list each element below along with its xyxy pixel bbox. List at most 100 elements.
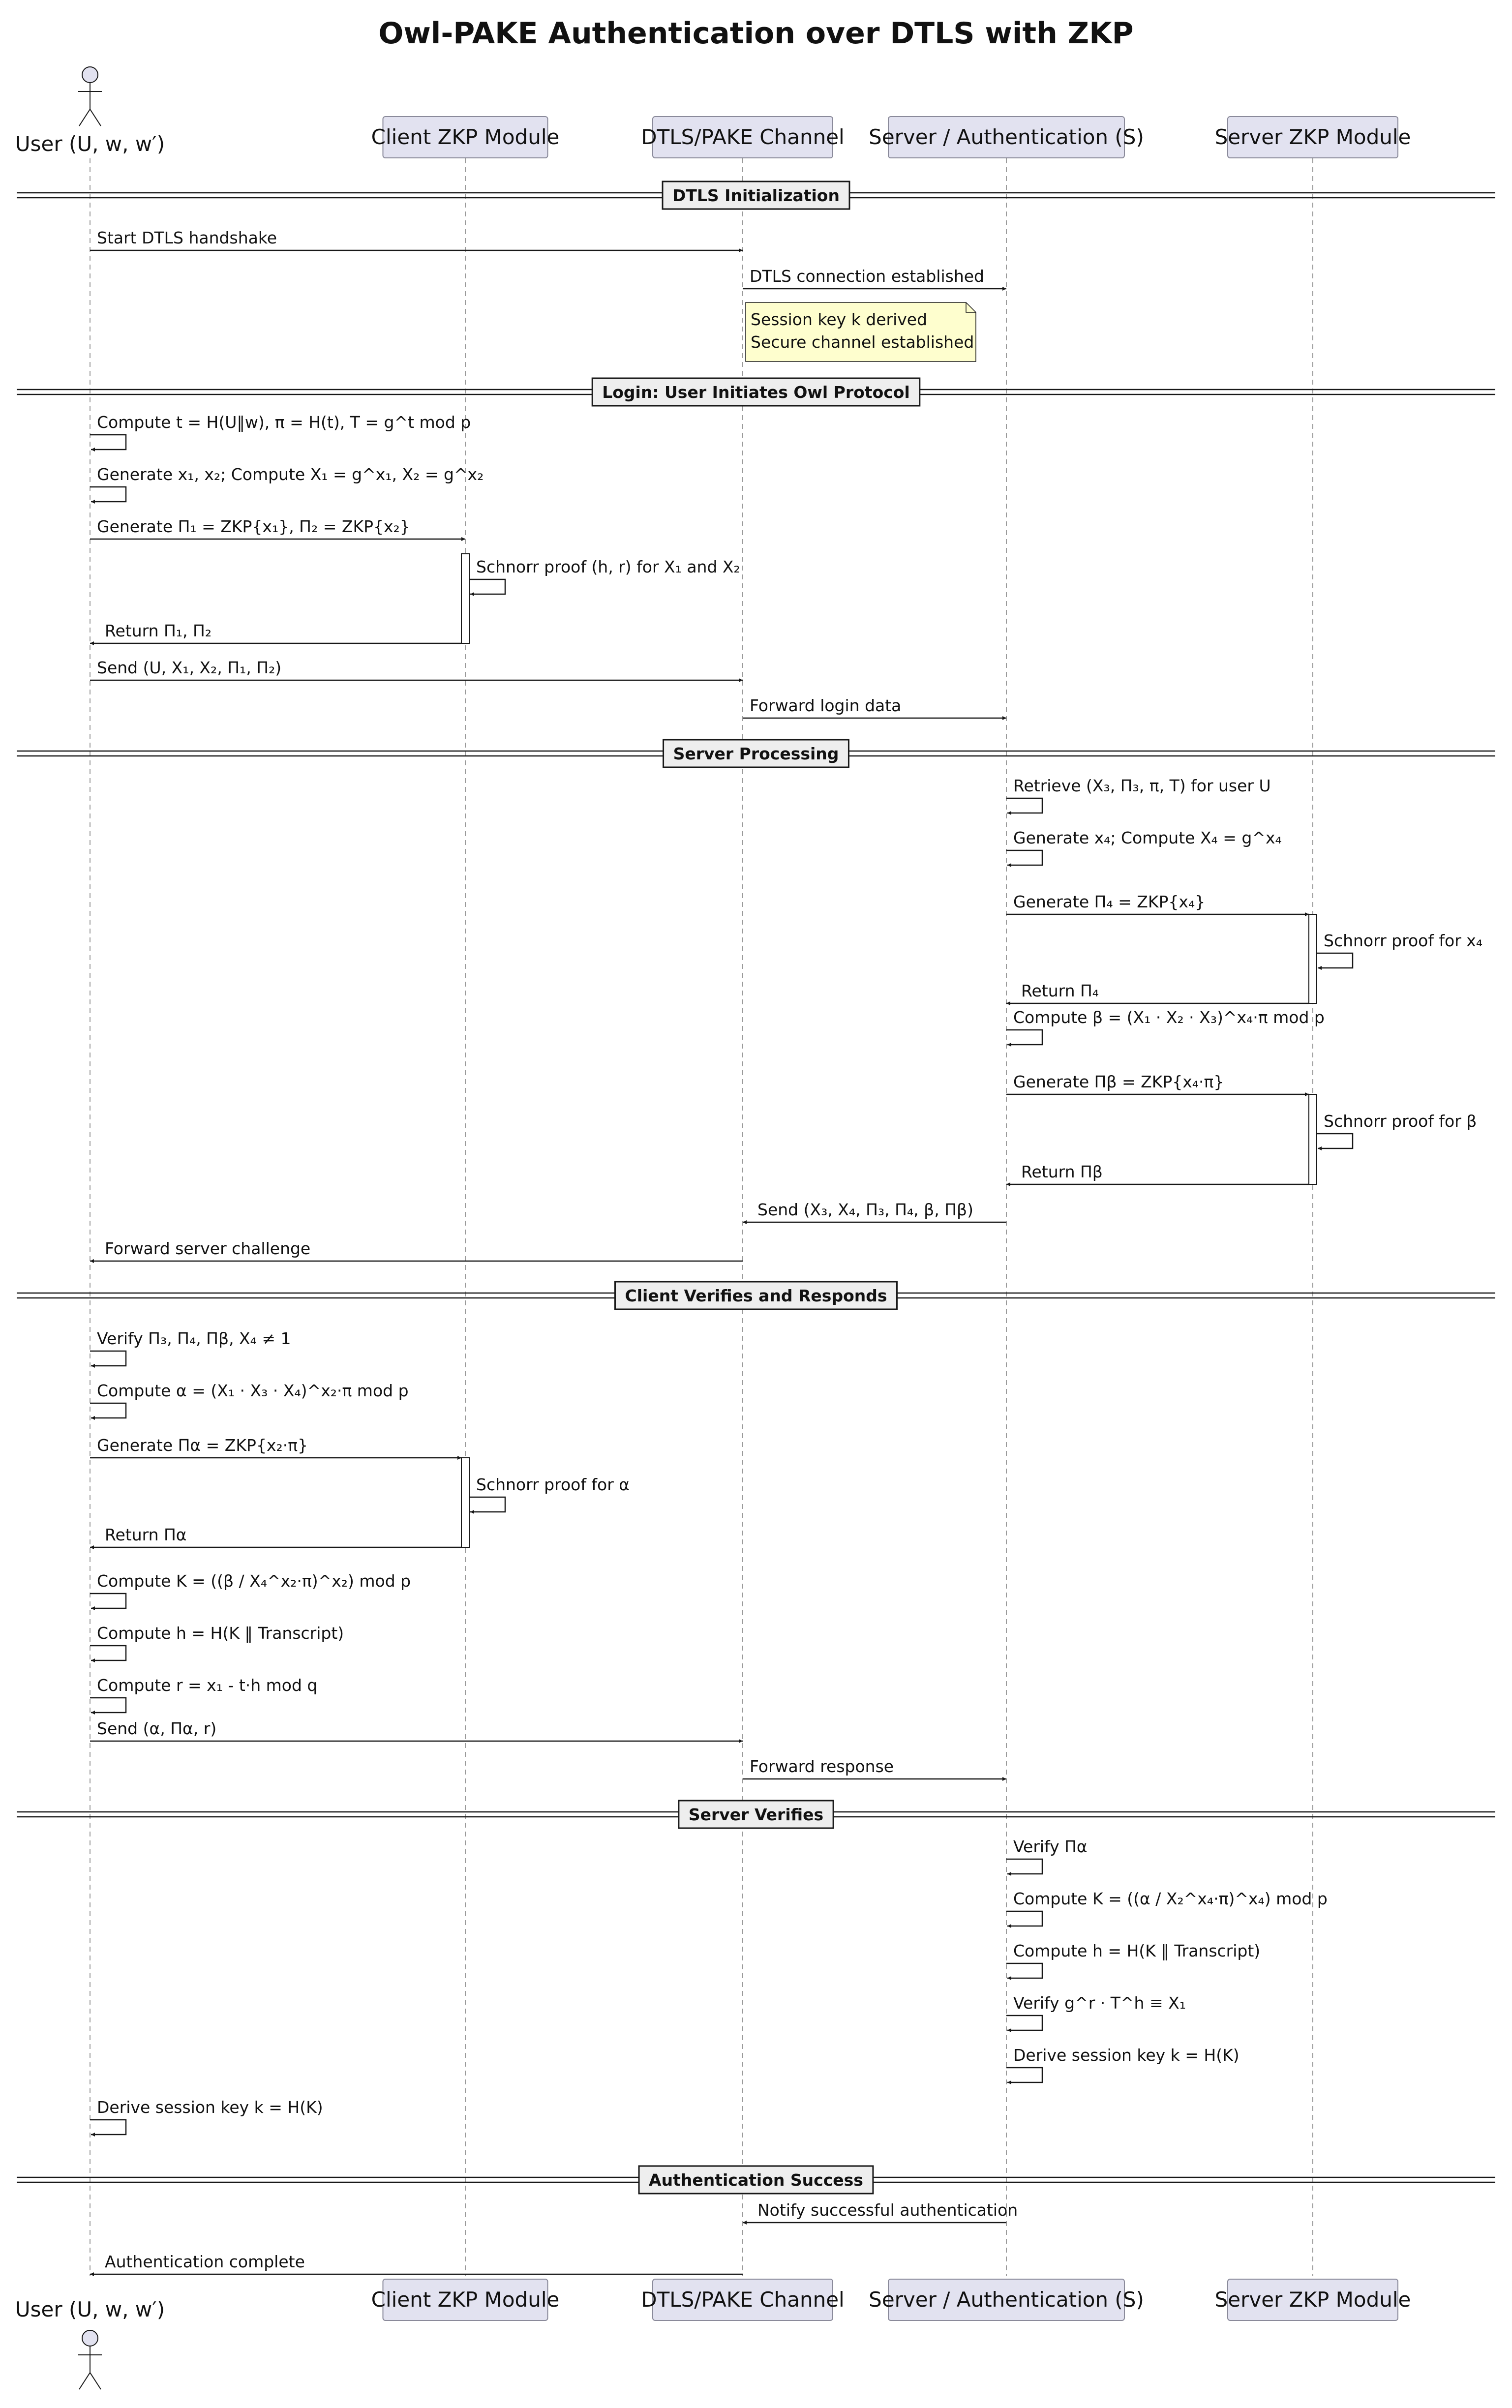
participant-ch-top: DTLS/PAKE Channel <box>641 116 845 158</box>
message-label: Compute K = ((α / X₂^x₄·π)^x₄) mod p <box>1013 1889 1328 1908</box>
section-label: Client Verifies and Responds <box>625 1286 887 1305</box>
message-2: DTLS connection established <box>743 267 1006 291</box>
message-label: Generate Πα = ZKP{x₂·π} <box>97 1436 308 1455</box>
participant-label: Client ZKP Module <box>371 2288 560 2312</box>
message-label: Schnorr proof for α <box>476 1475 630 1494</box>
participant-label: DTLS/PAKE Channel <box>641 125 844 149</box>
self-message-arrow <box>1006 1858 1043 1876</box>
self-message-arrow <box>1317 952 1354 970</box>
participant-label: DTLS/PAKE Channel <box>641 2288 844 2312</box>
message-26: Compute K = ((β / X₄^x₂·π)^x₂) mod p <box>90 1571 411 1610</box>
participant-box <box>1227 116 1398 158</box>
participant-label: User (U, w, w′) <box>15 132 165 156</box>
message-label: Compute β = (X₁ · X₂ · X₃)^x₄·π mod p <box>1013 1008 1325 1027</box>
message-6: Schnorr proof (h, r) for X₁ and X₂ <box>469 557 740 596</box>
message-label: Schnorr proof (h, r) for X₁ and X₂ <box>476 557 740 576</box>
message-label: Verify Π₃, Π₄, Πβ, X₄ ≠ 1 <box>97 1329 291 1348</box>
participant-u-bottom: User (U, w, w′) <box>15 2297 165 2390</box>
message-19: Send (X₃, X₄, Π₃, Π₄, β, Πβ) <box>743 1200 1006 1224</box>
actor-head <box>82 66 98 83</box>
participant-cz-top: Client ZKP Module <box>371 116 559 158</box>
participant-sz-top: Server ZKP Module <box>1215 116 1411 158</box>
message-label: Generate Π₁ = ZKP{x₁}, Π₂ = ZKP{x₂} <box>97 517 410 536</box>
participant-label: Server / Authentication (S) <box>869 2288 1144 2312</box>
message-13: Schnorr proof for x₄ <box>1317 931 1482 970</box>
message-label: Send (X₃, X₄, Π₃, Π₄, β, Πβ) <box>757 1200 973 1219</box>
message-label: Schnorr proof for β <box>1324 1112 1477 1131</box>
participant-box <box>652 2279 833 2321</box>
participant-box <box>888 116 1125 158</box>
message-label: Forward server challenge <box>105 1239 310 1258</box>
participant-sz-bottom: Server ZKP Module <box>1215 2279 1411 2321</box>
message-38: Authentication complete <box>90 2252 743 2276</box>
message-21: Verify Π₃, Π₄, Πβ, X₄ ≠ 1 <box>90 1329 291 1368</box>
message-label: Return Πβ <box>1021 1162 1103 1181</box>
self-message-arrow <box>1006 797 1043 815</box>
message-25: Return Πα <box>90 1525 461 1549</box>
message-8: Send (U, X₁, X₂, Π₁, Π₂) <box>90 658 743 682</box>
self-message-arrow <box>90 1697 127 1715</box>
message-28: Compute r = x₁ - t·h mod q <box>90 1676 317 1715</box>
self-message-arrow <box>90 1593 127 1610</box>
self-message-arrow <box>90 1350 127 1368</box>
message-label: Notify successful authentication <box>757 2200 1018 2220</box>
message-34: Verify g^r · T^h ≡ X₁ <box>1006 1993 1186 2032</box>
message-33: Compute h = H(K ‖ Transcript) <box>1006 1941 1260 1980</box>
message-16: Generate Πβ = ZKP{x₄·π} <box>1006 1072 1309 1096</box>
participant-label: Server / Authentication (S) <box>869 125 1144 149</box>
self-message-arrow <box>1006 1910 1043 1928</box>
participant-label: Server ZKP Module <box>1215 125 1411 149</box>
self-message-arrow <box>1006 2015 1043 2032</box>
self-message-arrow <box>1006 1962 1043 1980</box>
participant-box <box>888 2279 1125 2321</box>
message-label: Authentication complete <box>105 2252 305 2271</box>
participant-cz-bottom: Client ZKP Module <box>371 2279 560 2321</box>
message-label: Verify g^r · T^h ≡ X₁ <box>1013 1993 1186 2013</box>
section-divider: DTLS Initialization <box>17 181 1495 210</box>
message-label: Derive session key k = H(K) <box>1013 2046 1240 2065</box>
participant-ch-bottom: DTLS/PAKE Channel <box>641 2279 845 2321</box>
activation-bar <box>461 553 470 644</box>
section-label: Authentication Success <box>649 2170 863 2190</box>
message-11: Generate x₄; Compute X₄ = g^x₄ <box>1006 828 1282 867</box>
message-30: Forward response <box>743 1757 1006 1781</box>
self-message-arrow <box>90 2119 127 2137</box>
self-message-arrow <box>1006 1029 1043 1047</box>
activation-bar <box>1308 914 1317 1004</box>
message-14: Return Π₄ <box>1006 981 1309 1005</box>
section-label: Server Processing <box>673 744 839 763</box>
self-message-arrow <box>1006 849 1043 867</box>
participant-label: User (U, w, w′) <box>15 2297 165 2321</box>
message-27: Compute h = H(K ‖ Transcript) <box>90 1624 344 1662</box>
message-label: Return Π₁, Π₂ <box>105 621 212 640</box>
section-divider: Server Processing <box>17 739 1495 768</box>
self-message-arrow <box>1317 1133 1354 1150</box>
section-label: DTLS Initialization <box>672 186 840 205</box>
message-label: Return Πα <box>105 1525 187 1544</box>
note-line: Secure channel established <box>751 332 974 352</box>
message-label: Derive session key k = H(K) <box>97 2098 323 2117</box>
message-label: Compute r = x₁ - t·h mod q <box>97 1676 317 1695</box>
message-32: Compute K = ((α / X₂^x₄·π)^x₄) mod p <box>1006 1889 1328 1928</box>
message-10: Retrieve (X₃, Π₃, π, T) for user U <box>1006 776 1271 815</box>
message-label: Generate x₄; Compute X₄ = g^x₄ <box>1013 828 1282 847</box>
message-label: Schnorr proof for x₄ <box>1324 931 1482 950</box>
message-5: Generate Π₁ = ZKP{x₁}, Π₂ = ZKP{x₂} <box>90 517 465 541</box>
activation-bar <box>1308 1094 1317 1185</box>
message-label: Return Π₄ <box>1021 981 1099 1000</box>
section-divider: Server Verifies <box>17 1800 1495 1829</box>
actor-head <box>82 2330 98 2347</box>
message-label: Start DTLS handshake <box>97 228 277 247</box>
message-label: Compute α = (X₁ · X₃ · X₄)^x₂·π mod p <box>97 1381 409 1400</box>
self-message-arrow <box>1006 2067 1043 2084</box>
message-1: Start DTLS handshake <box>90 228 743 252</box>
message-18: Return Πβ <box>1006 1162 1309 1186</box>
message-20: Forward server challenge <box>90 1239 743 1263</box>
message-label: Send (α, Πα, r) <box>97 1719 216 1738</box>
message-36: Derive session key k = H(K) <box>90 2098 323 2137</box>
participant-s-top: Server / Authentication (S) <box>869 116 1144 158</box>
participant-box <box>382 2279 548 2321</box>
message-label: Compute h = H(K ‖ Transcript) <box>1013 1941 1260 1960</box>
self-message-arrow <box>90 1645 127 1662</box>
